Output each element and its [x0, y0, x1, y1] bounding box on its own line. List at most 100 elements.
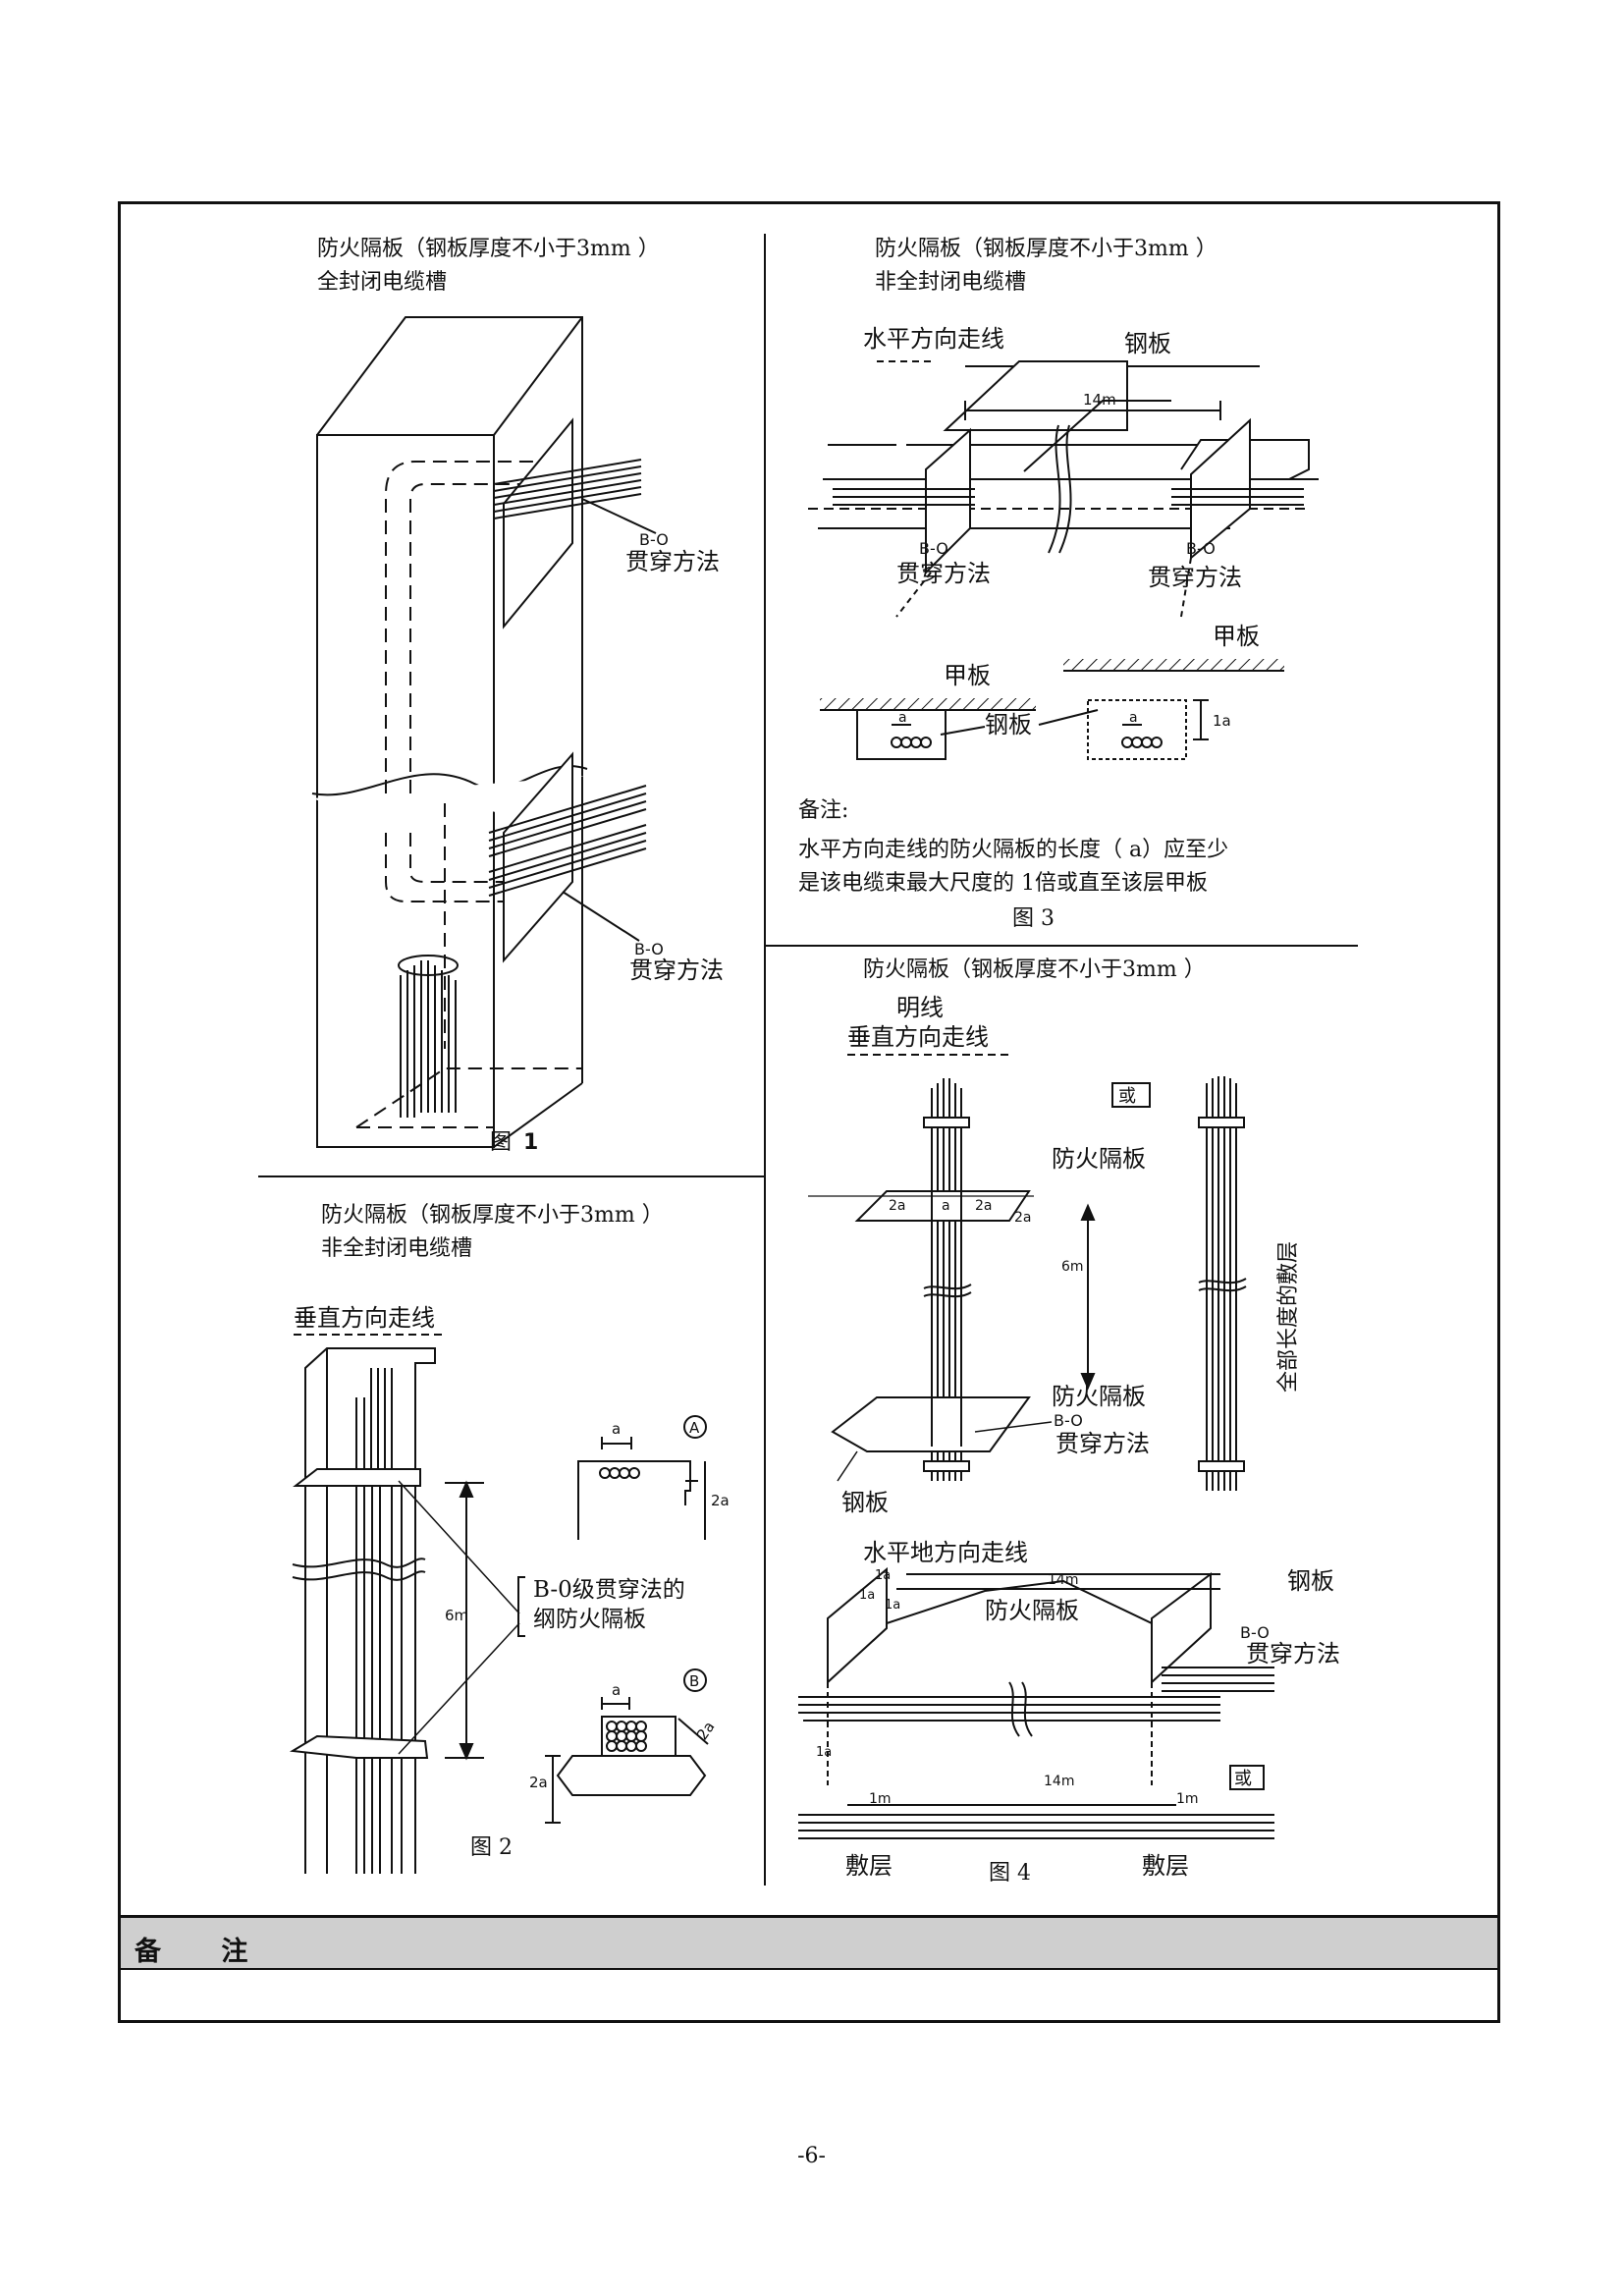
fig4-full-length-coating: 全部长度的敷层 [1276, 1241, 1301, 1393]
fig4-layer-left: 敷层 [845, 1852, 893, 1880]
fig4-horizontal-run: 水平地方向走线 [863, 1539, 1028, 1566]
fig2-note-line2: 纲防火隔板 [533, 1607, 646, 1632]
fig3-remark-line2: 是该电缆束最大尺度的 1倍或直至该层甲板 [798, 871, 1208, 896]
fig2-caption: 图 2 [470, 1835, 513, 1860]
fig2-header-line2: 非全封闭电缆槽 [321, 1236, 472, 1261]
fig3-bo-right: B-O [1186, 539, 1216, 558]
bottom-penetration [488, 751, 647, 963]
document-frame: 防火隔板（钢板厚度不小于3mm ） 全封闭电缆槽 [118, 201, 1500, 2023]
fig2-detail-b-height: 2a [529, 1774, 548, 1791]
fig4-dim-1a-a: 1a [875, 1568, 891, 1583]
fire-barrier-diagrams: 防火隔板（钢板厚度不小于3mm ） 全封闭电缆槽 [258, 234, 1358, 1886]
fig4-caption: 图 4 [989, 1861, 1031, 1886]
fig3-method-right: 贯穿方法 [1148, 564, 1242, 591]
cable-channel [304, 1347, 436, 1874]
fig1-method-bottom: 贯穿方法 [629, 957, 724, 984]
fig2-vertical-run: 垂直方向走线 [294, 1304, 435, 1332]
fig2-dim-6m: 6m [445, 1607, 468, 1624]
fig1-header-line2: 全封闭电缆槽 [317, 270, 447, 295]
fig3-detail-a-right: a [1129, 710, 1138, 726]
fig3-dim-1a: 1a [1213, 712, 1231, 730]
fig2-detail-a-height: 2a [711, 1492, 730, 1509]
fig4-or-top: 或 [1118, 1086, 1136, 1107]
fig4-header: 防火隔板（钢板厚度不小于3mm ） [863, 957, 1206, 982]
fig2-detail-a-marker: A [689, 1419, 700, 1437]
fig4-dim-14m-bottom: 14m [1044, 1774, 1074, 1789]
fig4-fire-plate-bottom: 防火隔板 [1052, 1383, 1146, 1410]
vertical-cable-bundle [398, 955, 459, 1118]
fig3-cable-tray [808, 360, 1319, 618]
figure-1: 防火隔板（钢板厚度不小于3mm ） 全封闭电缆槽 [311, 237, 724, 1155]
fig4-full-coating-bundle [1198, 1076, 1247, 1491]
fig3-detail-a-left: a [898, 710, 907, 726]
internal-cable-path [355, 461, 582, 1128]
fig3-deck-hatch-left [820, 698, 1036, 710]
fig4-dim-2a-3: 2a [1014, 1210, 1032, 1226]
fig1-bo-bottom: B-O [634, 940, 664, 958]
figure-2: 防火隔板（钢板厚度不小于3mm ） 非全封闭电缆槽 垂直方向走线 [289, 1203, 730, 1874]
fig4-steel-plate: 钢板 [841, 1489, 889, 1516]
fig3-method-left: 贯穿方法 [896, 560, 991, 587]
fig3-remark-line1: 水平方向走线的防火隔板的长度（ a）应至少 [798, 838, 1228, 862]
figure-4: 防火隔板（钢板厚度不小于3mm ） 明线 垂直方向走线 [798, 957, 1340, 1886]
fig4-dim-2a-2: 2a [975, 1198, 993, 1214]
fig4-vertical-run: 垂直方向走线 [847, 1023, 989, 1051]
fig4-dim-2a-1: 2a [889, 1198, 906, 1214]
fig2-detail-b-width: a [612, 1681, 621, 1699]
fig3-steel-plate: 钢板 [1124, 330, 1171, 357]
fig4-fire-plate-horizontal: 防火隔板 [985, 1597, 1079, 1624]
fig4-dim-1m-right: 1m [1176, 1791, 1199, 1807]
break-line [311, 765, 588, 796]
fig4-bo-horizontal: B-O [1240, 1623, 1270, 1642]
fig4-fire-plate-top: 防火隔板 [1052, 1145, 1146, 1173]
figure-3: 防火隔板（钢板厚度不小于3mm ） 非全封闭电缆槽 水平方向走线 钢板 [798, 237, 1319, 931]
fig2-header-line1: 防火隔板（钢板厚度不小于3mm ） [321, 1203, 664, 1228]
fig3-caption: 图 3 [1012, 906, 1055, 931]
fig4-or-bottom: 或 [1234, 1769, 1252, 1789]
page-number: -6- [797, 2144, 826, 2168]
fig1-header-line1: 防火隔板（钢板厚度不小于3mm ） [317, 237, 660, 261]
notes-body [121, 1970, 1497, 2020]
lower-barrier-plate [289, 1734, 429, 1759]
fig4-dim-a: a [942, 1198, 950, 1214]
fig4-dim-1m-left: 1m [869, 1791, 892, 1807]
fig3-header-line2: 非全封闭电缆槽 [875, 270, 1026, 295]
fig4-bo: B-O [1054, 1411, 1083, 1430]
top-penetration [493, 417, 657, 629]
fig4-dim-1a-c: 1a [885, 1598, 900, 1613]
fig4-steel-plate-right: 钢板 [1287, 1567, 1334, 1595]
fig2-detail-b-marker: B [689, 1672, 699, 1690]
notes-header-bar: 备 注 [121, 1915, 1497, 1970]
detail-a [577, 1415, 707, 1540]
fig4-method: 贯穿方法 [1055, 1430, 1150, 1457]
panel-dividers [258, 234, 1358, 1886]
fig3-horizontal-run: 水平方向走线 [863, 325, 1004, 353]
fig1-caption-number: 1 [523, 1130, 538, 1155]
fig4-upper-plate [854, 1190, 1031, 1222]
fig3-remark-title: 备注: [798, 798, 848, 823]
detail-b [545, 1668, 709, 1824]
fig3-deck-right: 甲板 [1213, 623, 1260, 650]
fig3-steel-plate-detail: 钢板 [985, 711, 1032, 738]
fig2-note-line1: B-0级贯穿法的 [533, 1577, 685, 1603]
fig3-deck-hatch-right [1063, 659, 1284, 671]
fig4-horizontal-tray [798, 1566, 1274, 1839]
fig1-method-top: 贯穿方法 [625, 548, 720, 575]
fig4-dim-14m-top: 14m [1048, 1572, 1078, 1588]
fig1-bo-top: B-O [639, 530, 669, 549]
fig4-method-horizontal: 贯穿方法 [1246, 1640, 1340, 1667]
fig4-layer-right: 敷层 [1142, 1852, 1189, 1880]
fig1-caption-prefix: 图 [490, 1130, 512, 1155]
fig4-dim-6m: 6m [1061, 1259, 1084, 1275]
fig4-dim-1a-d: 1a [816, 1745, 832, 1760]
fig3-dim-14m: 14m [1083, 391, 1116, 409]
fig2-detail-b-diagonal: 2a [693, 1719, 718, 1744]
fig4-dim-1a-b: 1a [859, 1588, 875, 1603]
notes-label: 备 注 [135, 1937, 274, 1967]
fig2-detail-a-width: a [612, 1420, 621, 1438]
fig4-exposed: 明线 [896, 994, 944, 1021]
fig3-header-line1: 防火隔板（钢板厚度不小于3mm ） [875, 237, 1217, 261]
fig3-bo-left: B-O [919, 539, 948, 558]
fig3-deck-left: 甲板 [944, 662, 991, 689]
upper-barrier-plate [293, 1468, 421, 1487]
